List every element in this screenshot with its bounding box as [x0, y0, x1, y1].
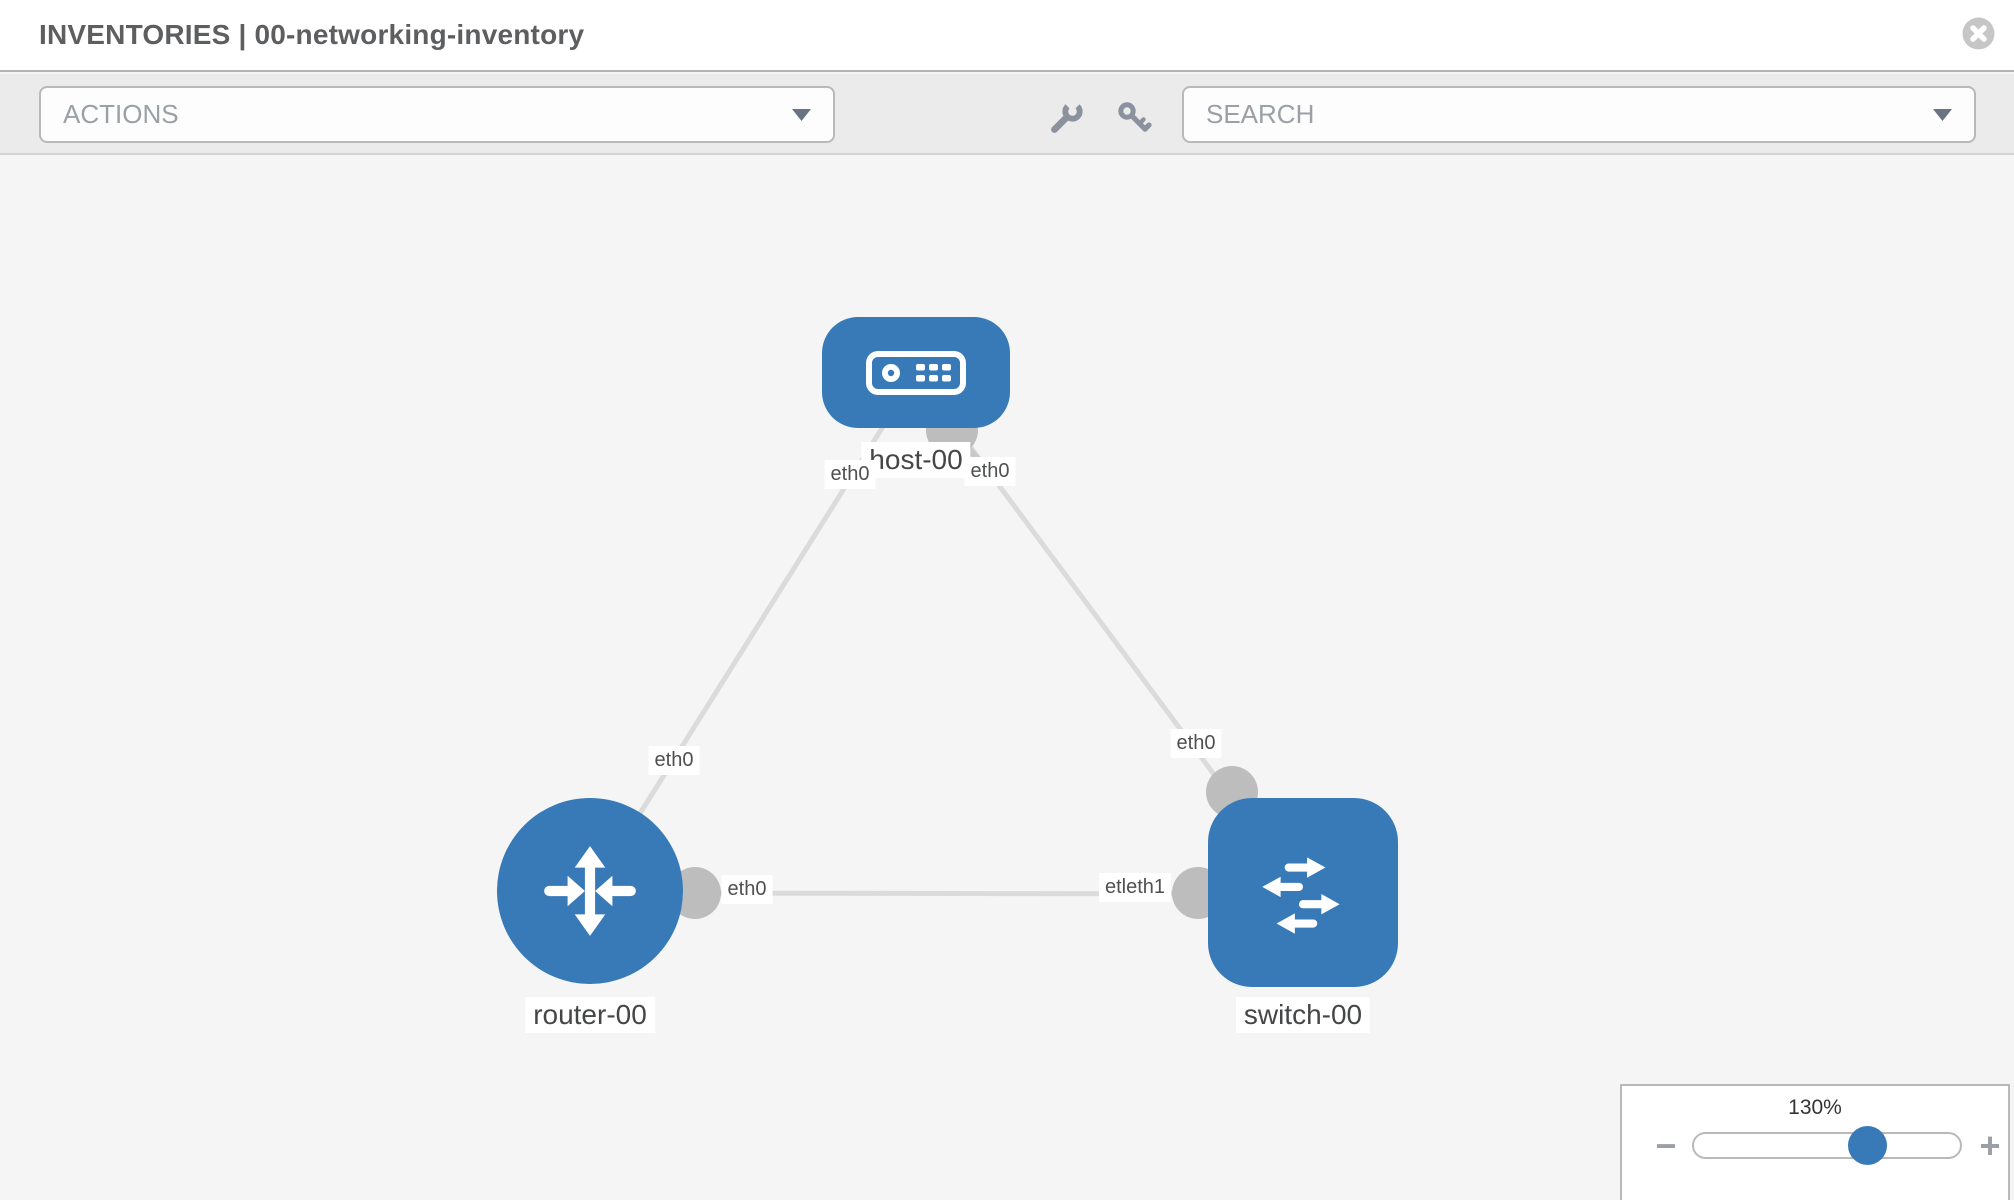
port-label-switch-eth1-overlapped: etleth1 [1098, 873, 1172, 902]
actions-dropdown-label: ACTIONS [63, 99, 179, 129]
host-icon [866, 350, 966, 395]
port-label-switch-eth0-to-host: eth0 [1170, 729, 1222, 758]
zoom-slider-track[interactable] [1692, 1126, 1962, 1165]
topology-links-layer [587, 372, 1306, 919]
page-title: INVENTORIES | 00-networking-inventory [39, 19, 585, 50]
zoom-out-button[interactable]: − [1646, 1126, 1686, 1166]
node-label-switch-00: switch-00 [1235, 997, 1371, 1033]
port-label-host-eth0-to-switch: eth0 [964, 457, 1016, 486]
zoom-slider-row: − + [1622, 1126, 2008, 1170]
switch-icon [1262, 856, 1340, 934]
key-icon [1118, 102, 1152, 132]
port-label-host-eth0-to-router: eth0 [824, 460, 876, 489]
zoom-level: 130% [1788, 1096, 1842, 1119]
zoom-slider-thumb[interactable] [1848, 1126, 1887, 1165]
zoom-control-panel: 130% − + [1620, 1084, 2010, 1200]
wrench-icon [1051, 101, 1083, 133]
chevron-down-icon [792, 108, 811, 121]
node-label-router-00: router-00 [525, 997, 655, 1033]
node-label-host-00: host-00 [861, 442, 971, 478]
header: INVENTORIES | 00-networking-inventory [0, 0, 2014, 72]
port-label-router-eth0-to-switch: eth0 [721, 875, 773, 904]
router-icon [544, 846, 636, 936]
search-placeholder: SEARCH [1206, 99, 1315, 129]
close-button[interactable] [1962, 17, 1995, 50]
node-host-00[interactable] [822, 317, 1010, 428]
search-dropdown[interactable]: SEARCH [1182, 86, 1976, 143]
zoom-in-button[interactable]: + [1970, 1126, 2010, 1166]
node-switch-00[interactable] [1208, 798, 1398, 987]
actions-dropdown[interactable]: ACTIONS [39, 86, 835, 143]
topology-canvas[interactable]: host-00 router-00 switch-00 eth0 eth0 et… [0, 157, 2014, 1200]
chevron-down-icon [1933, 108, 1952, 121]
close-icon [1962, 17, 1995, 50]
node-router-00[interactable] [497, 798, 683, 984]
toolbar: ACTIONS SEARCH [0, 74, 2014, 155]
wrench-button[interactable] [1044, 96, 1088, 140]
port-label-router-eth0-to-host: eth0 [648, 746, 700, 775]
key-button[interactable] [1112, 96, 1156, 140]
